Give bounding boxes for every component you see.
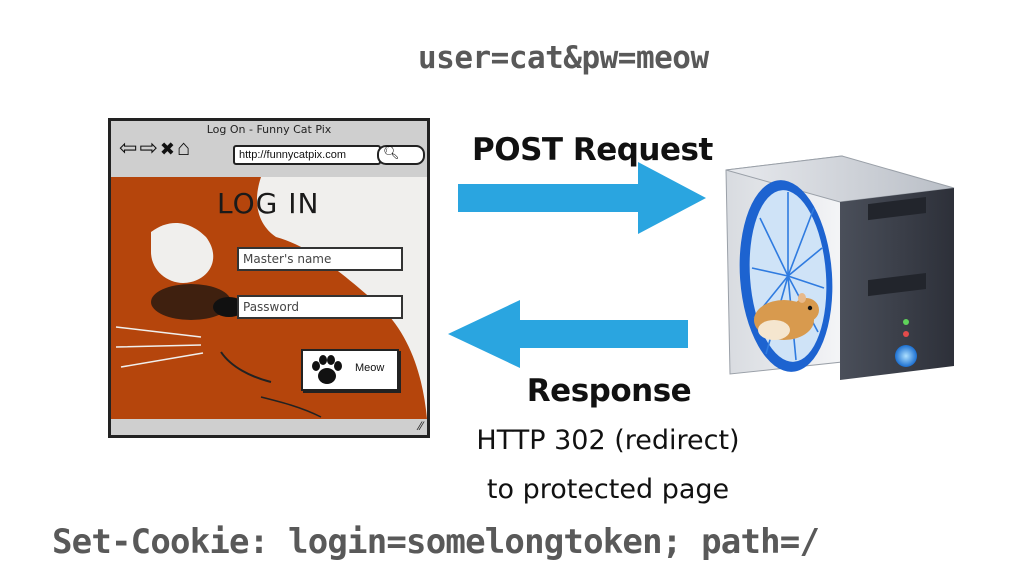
paw-icon bbox=[312, 355, 342, 384]
search-icon: 🔍︎ bbox=[383, 145, 400, 160]
forward-arrow-icon[interactable]: ⇨ bbox=[139, 135, 160, 160]
response-description-text: to protected page bbox=[486, 474, 730, 505]
response-label: Response bbox=[526, 373, 692, 409]
home-icon[interactable]: ⌂ bbox=[176, 135, 193, 160]
set-cookie-header-text: Set-Cookie: login=somelongtoken; path=/ bbox=[52, 522, 820, 562]
browser-title: Log On - Funny Cat Pix bbox=[206, 123, 332, 136]
username-field[interactable]: Master's name bbox=[237, 247, 403, 271]
back-arrow-icon[interactable]: ⇦ bbox=[119, 135, 140, 160]
browser-mockup: Log On - Funny Cat Pix ⇦⇨✖⌂ http://funny… bbox=[108, 118, 430, 438]
browser-nav-icons: ⇦⇨✖⌂ bbox=[119, 137, 192, 160]
request-body-text: user=cat&pw=meow bbox=[418, 40, 709, 76]
response-status-text: HTTP 302 (redirect) bbox=[476, 425, 740, 456]
meow-button[interactable]: Meow bbox=[301, 349, 399, 391]
url-bar[interactable]: http://funnycatpix.com bbox=[233, 145, 381, 165]
login-page-content: LOG IN Master's name Password Meow bbox=[111, 177, 427, 419]
response-arrow bbox=[448, 300, 688, 368]
post-request-label: POST Request bbox=[472, 132, 713, 168]
close-icon[interactable]: ✖ bbox=[159, 139, 177, 159]
resize-handle-icon[interactable]: ⁄⁄ bbox=[418, 419, 423, 433]
search-box[interactable]: 🔍︎ bbox=[377, 145, 425, 165]
login-heading: LOG IN bbox=[217, 187, 320, 220]
meow-button-label: Meow bbox=[355, 362, 385, 374]
post-request-arrow bbox=[458, 162, 706, 234]
password-field[interactable]: Password bbox=[237, 295, 403, 319]
server-icon bbox=[725, 155, 955, 380]
